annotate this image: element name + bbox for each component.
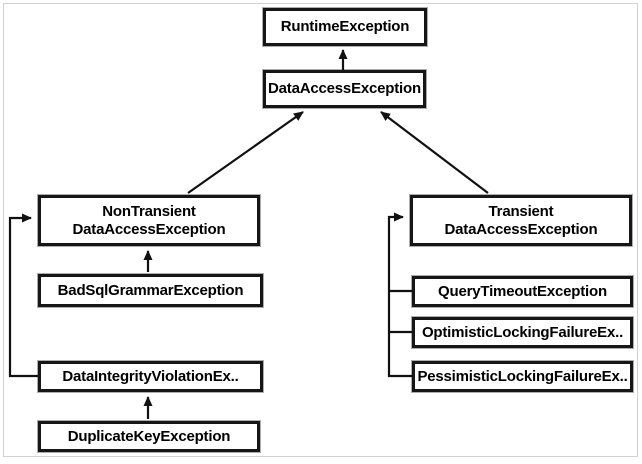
class-box-pessimistic-locking-failure-exception: PessimisticLockingFailureEx.. <box>412 361 633 392</box>
class-box-duplicate-key-exception: DuplicateKeyException <box>38 421 260 452</box>
class-box-non-transient-data-access-exception: NonTransient DataAccessException <box>38 195 260 246</box>
class-box-runtime-exception: RuntimeException <box>263 8 427 46</box>
class-box-transient-data-access-exception: Transient DataAccessException <box>410 195 632 246</box>
class-box-data-integrity-violation-exception: DataIntegrityViolationEx.. <box>38 361 263 392</box>
class-box-optimistic-locking-failure-exception: OptimisticLockingFailureEx.. <box>412 317 633 348</box>
class-box-bad-sql-grammar-exception: BadSqlGrammarException <box>38 274 263 307</box>
class-box-data-access-exception: DataAccessException <box>263 70 426 108</box>
class-box-query-timeout-exception: QueryTimeoutException <box>412 276 633 307</box>
